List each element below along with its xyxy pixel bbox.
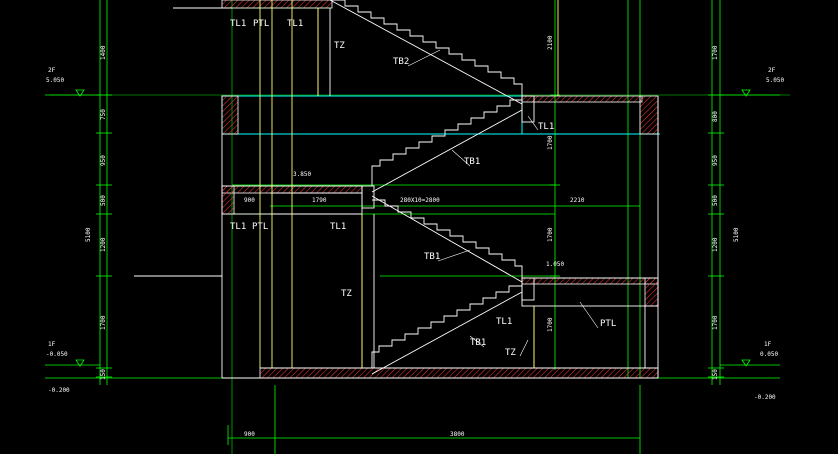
dim-right-1: 1700 [712,45,719,60]
member-labels: TL1 PTL TL1 TZ TB2 TL1 TB1 TL1 PTL TL1 T… [230,19,616,358]
dim-right-2: 800 [712,111,719,122]
label-tb1-lower: TB1 [470,338,486,348]
leader-lines [407,49,599,357]
label-tz-lower: TZ [505,348,516,358]
dim-left-1: 1400 [100,45,107,60]
dim-left-3: 950 [100,155,107,166]
dimension-text: 1400 750 950 500 1200 1700 150 5100 2100… [85,35,740,438]
label-tl1-top-mid: TL1 [287,19,303,29]
dim-left-4: 500 [100,195,107,206]
hatched-sections [221,0,659,379]
elev-right-lower-value: 0.050 [760,351,778,358]
elev-landing-right: 1.050 [546,261,564,268]
columns [259,0,559,368]
label-tz-top: TZ [334,41,345,51]
label-tb2: TB2 [393,57,409,67]
elev-left-ground: -0.200 [48,387,70,394]
label-tl1-mid-left: TL1 [230,222,246,232]
elev-left-upper-value: 5.050 [46,77,64,84]
elev-left-upper-mark: 2F [48,67,56,74]
elevation-markers [75,89,751,367]
dim-stair-step: 280X10=2800 [400,197,440,204]
dim-center-2: 1700 [547,135,554,150]
label-ptl-mid: PTL [252,222,268,232]
dim-landing-span: 1790 [312,197,327,204]
dimension-lines [45,0,790,454]
label-ptl-top: PTL [253,19,269,29]
label-tb1-mid: TB1 [424,252,440,262]
dim-landing-width: 900 [244,197,255,204]
elev-right-lower-mark: 1F [764,341,772,348]
elevation-text: 2F 5.050 1F -0.050 -0.200 2F 5.050 1F 0.… [46,67,784,401]
elev-right-upper-mark: 2F [768,67,776,74]
structure-lines [134,0,659,379]
label-tl1-lower: TL1 [496,317,512,327]
dim-left-7: 150 [100,369,107,380]
label-tl1-top-left: TL1 [230,19,246,29]
dim-bottom-left: 900 [244,431,255,438]
dim-left-5: 1200 [100,237,107,252]
label-tl1-landing: TL1 [330,222,346,232]
dim-right-6: 1700 [712,315,719,330]
elev-left-lower-mark: 1F [48,341,56,348]
elev-left-lower-value: -0.050 [46,351,68,358]
label-tb1-upper: TB1 [464,157,480,167]
dim-left-6: 1700 [100,315,107,330]
dim-left-total: 5100 [85,227,92,242]
label-tl1-right-upper: TL1 [538,122,554,132]
dim-right-7: 150 [712,369,719,380]
dim-center-1: 2100 [547,35,554,50]
elev-landing-mid: 3.850 [293,171,311,178]
dim-stair-right: 2210 [570,197,585,204]
dim-left-2: 750 [100,109,107,120]
elev-right-upper-value: 5.050 [766,77,784,84]
dim-right-5: 1200 [712,237,719,252]
label-ptl-right: PTL [600,319,616,329]
dim-right-3: 950 [712,155,719,166]
dim-center-4: 1700 [547,317,554,332]
label-tz-mid: TZ [341,289,352,299]
dim-right-total: 5100 [733,227,740,242]
dim-bottom-main: 3800 [450,431,465,438]
dim-center-3: 1700 [547,227,554,242]
dim-right-4: 500 [712,195,719,206]
elev-right-ground: -0.200 [754,394,776,401]
